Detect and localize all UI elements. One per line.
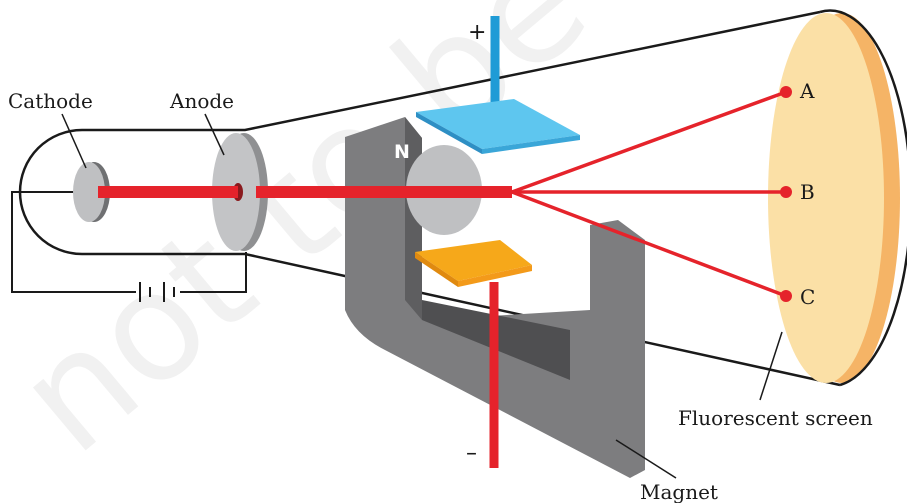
fluorescent-screen: [768, 9, 907, 387]
anode-leader: [204, 113, 225, 156]
cathode-electrode: [73, 162, 110, 222]
magnet-leader: [615, 439, 677, 479]
north-pole-label: N: [394, 141, 410, 163]
screen-label: Fluorescent screen: [678, 406, 873, 430]
positive-plate: [416, 99, 580, 149]
battery-icon: [139, 282, 175, 302]
battery-circuit: [11, 191, 247, 293]
electron-beam-inner: [98, 186, 238, 198]
point-a-marker: [780, 86, 792, 98]
electron-beam-main: [256, 186, 512, 198]
glass-tube: [18, 10, 841, 387]
point-b-marker: [780, 186, 792, 198]
screen-leader: [759, 331, 783, 401]
cathode-leader: [61, 113, 87, 169]
plus-sign: +: [468, 20, 486, 45]
deflected-beams: [511, 90, 787, 298]
south-pole-label: S: [553, 254, 567, 276]
anode-label: Anode: [169, 89, 234, 113]
point-c-marker: [780, 290, 792, 302]
cathode-label: Cathode: [8, 89, 93, 113]
point-c-label: C: [800, 285, 815, 309]
minus-sign: –: [466, 441, 477, 466]
point-a-label: A: [799, 79, 815, 103]
point-b-label: B: [800, 180, 815, 204]
negative-plate: [415, 240, 532, 281]
magnet-label: Magnet: [640, 480, 718, 503]
